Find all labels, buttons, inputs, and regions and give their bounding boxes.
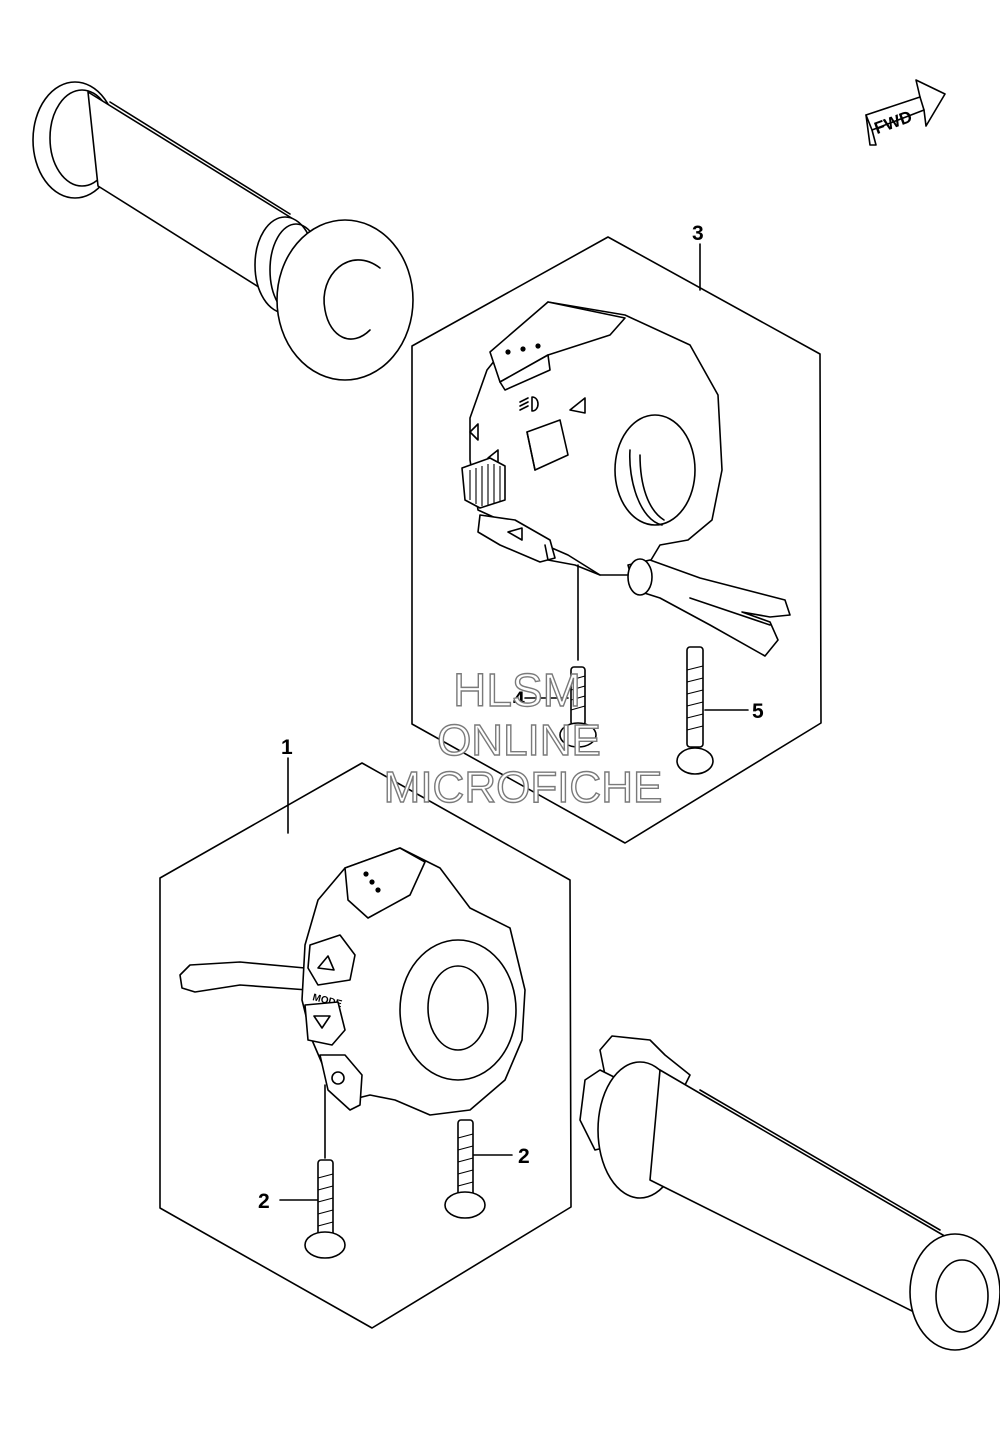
callout-4: 4 bbox=[513, 688, 525, 711]
hazard-icon bbox=[569, 397, 586, 414]
right-switch-assembly bbox=[411, 236, 822, 844]
horn-icon bbox=[507, 527, 523, 541]
watermark-line2: ONLINE bbox=[437, 716, 601, 765]
leader-lines-3 bbox=[524, 243, 749, 711]
callout-5: 5 bbox=[752, 700, 764, 723]
power-icon bbox=[331, 1071, 345, 1085]
left-switch-assembly: MODE bbox=[159, 762, 572, 1329]
callout-2-left: 2 bbox=[258, 1190, 270, 1213]
headlight-icon bbox=[519, 396, 539, 412]
screw-5 bbox=[676, 646, 714, 775]
turn-left-icon bbox=[469, 423, 479, 441]
down-arrow-icon bbox=[313, 1015, 331, 1029]
leader-lines-1 bbox=[279, 757, 513, 1201]
callout-1: 1 bbox=[281, 736, 293, 759]
up-arrow-icon bbox=[317, 955, 335, 971]
watermark: HLSM ONLINE MICROFICHE bbox=[383, 663, 663, 812]
left-handlebar-grip bbox=[32, 81, 414, 381]
screw-4 bbox=[559, 666, 597, 748]
screw-2-right bbox=[444, 1119, 486, 1219]
callout-2-right: 2 bbox=[518, 1145, 530, 1168]
assembly-hexagon-1 bbox=[159, 762, 572, 1329]
assembly-hexagon-3 bbox=[411, 236, 822, 844]
right-handlebar-grip bbox=[579, 1035, 1000, 1351]
callout-3: 3 bbox=[692, 222, 704, 245]
watermark-line1: HLSM bbox=[453, 664, 581, 716]
watermark-line3: MICROFICHE bbox=[384, 763, 663, 812]
fwd-arrow-badge: FWD bbox=[865, 79, 946, 146]
screw-2-left bbox=[304, 1159, 346, 1259]
